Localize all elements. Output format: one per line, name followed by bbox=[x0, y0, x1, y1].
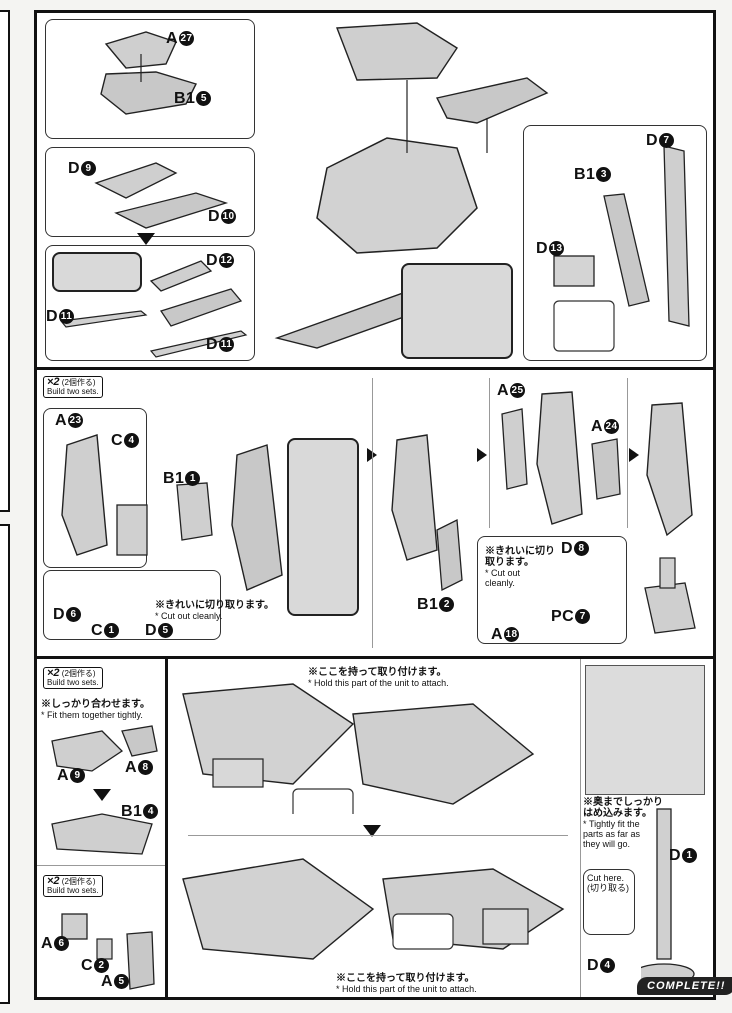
shield-parts-illustration bbox=[61, 434, 283, 591]
shield-complete-illustration bbox=[646, 402, 693, 537]
complete-banner: COMPLETE!! bbox=[637, 977, 732, 995]
cut-cleanly-note-1: ※きれいに切り取ります。* Cut out cleanly. bbox=[155, 600, 274, 622]
hinge-complete-illustration bbox=[644, 557, 696, 634]
down-arrow-step4 bbox=[363, 825, 381, 837]
down-arrow-step3 bbox=[93, 789, 111, 801]
cut-here-note: Cut here.(切り取る) bbox=[587, 873, 629, 893]
step4-diagonal-divider bbox=[188, 835, 568, 836]
step-divider-2 bbox=[37, 656, 713, 659]
cannon-body-assembled-illustration bbox=[51, 813, 153, 855]
step-arrow-2b bbox=[477, 448, 487, 462]
sub-divider-3 bbox=[37, 865, 165, 866]
step-divider-3 bbox=[165, 659, 168, 997]
step-arrow-2c bbox=[629, 448, 639, 462]
stand-pole-illustration bbox=[641, 808, 695, 985]
hinge-subassembly-box bbox=[477, 536, 627, 644]
build-two-sets-badge-3: ×2 (2個作る)Build two sets. bbox=[43, 875, 103, 897]
step3-panel: ×2 (2個作る)Build two sets. ※しっかり合わせます。* Fi… bbox=[37, 659, 165, 997]
fit-tightly-note: ※しっかり合わせます。* Fit them together tightly. bbox=[41, 699, 150, 721]
prev-page-edge-bottom bbox=[0, 524, 10, 1004]
hold-here-note-bottom: ※ここを持って取り付けます。* Hold this part of the un… bbox=[336, 973, 477, 995]
stand-closeup-photo bbox=[585, 665, 705, 795]
closeup-inset bbox=[52, 252, 142, 292]
stand-parts-illustration bbox=[553, 145, 690, 352]
shield-assembly-illustration bbox=[391, 434, 463, 592]
cannon-parts-illustration bbox=[94, 162, 229, 229]
joint-parts-box bbox=[43, 570, 221, 640]
build-two-sets-badge-2: ×2 (2個作る)Build two sets. bbox=[43, 667, 103, 689]
step4-panel: ※ここを持って取り付けます。* Hold this part of the un… bbox=[168, 659, 580, 997]
shield-cover-illustration bbox=[501, 391, 621, 525]
hold-here-note-top: ※ここを持って取り付けます。* Hold this part of the un… bbox=[308, 667, 449, 689]
shield-closeup-box bbox=[287, 438, 359, 616]
build-two-sets-badge: ×2 (2個作る)Build two sets. bbox=[43, 376, 103, 398]
cut-here-box bbox=[583, 869, 635, 935]
step-divider-1 bbox=[37, 367, 713, 370]
wing-part-a27-illustration bbox=[100, 31, 197, 115]
prev-page-edge-top bbox=[0, 10, 10, 512]
down-arrow-step1 bbox=[137, 233, 155, 245]
cannon-body-parts-illustration bbox=[51, 725, 158, 772]
unit-attach-top-illustration bbox=[182, 683, 535, 814]
closeup-detail-box bbox=[401, 263, 513, 359]
unit-attach-bottom-illustration bbox=[182, 858, 565, 960]
sub-divider-2a bbox=[372, 378, 373, 648]
sub-divider-2c bbox=[627, 378, 628, 528]
sub-divider-2b bbox=[489, 378, 490, 528]
step-divider-4 bbox=[580, 659, 581, 997]
